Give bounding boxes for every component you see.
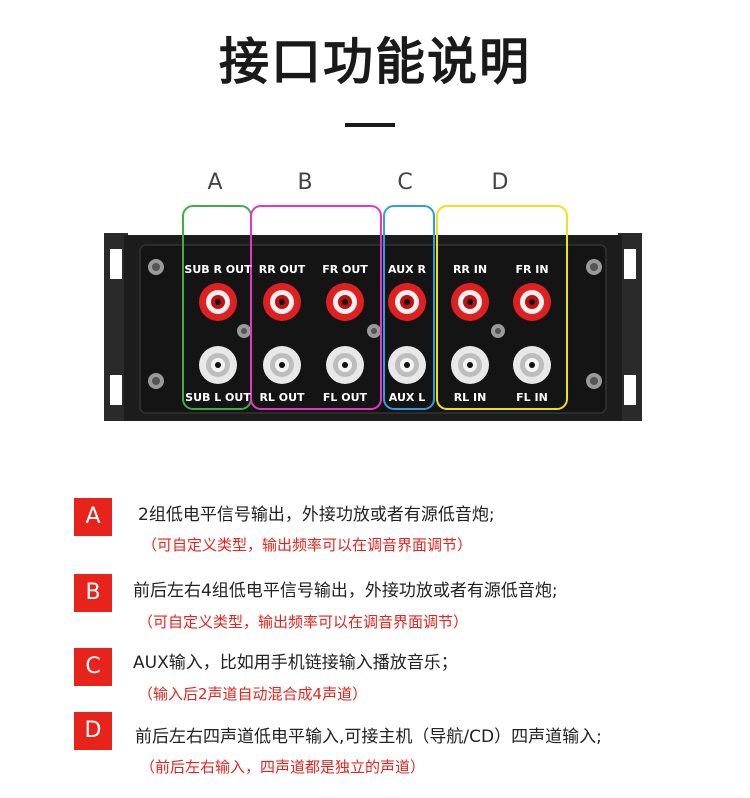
screw-icon (148, 259, 164, 275)
screw-icon (148, 373, 164, 389)
jack-label-aux-r: AUX R (388, 263, 426, 276)
page-title: 接口功能说明 (219, 33, 531, 91)
left-bracket-slot (110, 375, 122, 405)
description-b-sub: （可自定义类型，输出频率可以在调音界面调节） (138, 613, 469, 631)
right-bracket-slot (624, 249, 636, 279)
group-letter-a: A (207, 170, 223, 195)
jack-label-rl-in: RL IN (454, 391, 487, 404)
screw-icon (586, 259, 602, 275)
rca-jack-white (263, 346, 301, 384)
description-c-sub: （输入后2声道自动混合成4声道） (138, 685, 368, 703)
jack-label-rr-in: RR IN (453, 263, 487, 276)
group-outline-c (383, 205, 435, 410)
group-letter-c: C (397, 170, 413, 195)
rca-jack-white (388, 346, 426, 384)
rca-jack-red (263, 283, 301, 321)
jack-label-fr-in: FR IN (515, 263, 548, 276)
description-a-sub: （可自定义类型，输出频率可以在调音界面调节） (142, 536, 473, 554)
rca-jack-white (513, 346, 551, 384)
group-letter-b: B (297, 170, 313, 195)
right-bracket-slot (624, 375, 636, 405)
jack-label-aux-l: AUX L (389, 391, 425, 404)
jack-label-rl-out: RL OUT (259, 391, 305, 404)
badge-c: C (74, 648, 112, 686)
rca-jack-red (451, 283, 489, 321)
badge-a: A (74, 498, 112, 536)
rca-jack-red (513, 283, 551, 321)
title-underline (345, 123, 395, 127)
rca-jack-red (326, 283, 364, 321)
jack-label-fl-in: FL IN (516, 391, 548, 404)
rca-jack-red (199, 283, 237, 321)
jack-label-sub-r-out: SUB R OUT (184, 263, 252, 276)
description-d-sub: （前后左右输入，四声道都是独立的声道） (140, 758, 426, 776)
description-a-main: 2组低电平信号输出，外接功放或者有源低音炮; (138, 505, 495, 525)
rca-jack-white (451, 346, 489, 384)
rca-jack-white (199, 346, 237, 384)
screw-icon (237, 324, 251, 338)
badge-b: B (74, 574, 112, 612)
screw-icon (491, 324, 505, 338)
rca-jack-red (388, 283, 426, 321)
description-b-main: 前后左右4组低电平信号输出，外接功放或者有源低音炮; (133, 581, 558, 601)
group-outline-b (250, 205, 382, 410)
screw-icon (586, 373, 602, 389)
description-d-main: 前后左右四声道低电平输入,可接主机（导航/CD）四声道输入; (135, 727, 602, 747)
rca-jack-white (326, 346, 364, 384)
badge-d: D (74, 712, 112, 750)
jack-label-fl-out: FL OUT (323, 391, 368, 404)
description-c-main: AUX输入，比如用手机链接输入播放音乐； (133, 653, 458, 673)
group-outline-d (436, 205, 568, 410)
screw-icon (367, 324, 381, 338)
left-bracket-slot (110, 249, 122, 279)
jack-label-sub-l-out: SUB L OUT (185, 391, 251, 404)
jack-label-fr-out: FR OUT (322, 263, 368, 276)
group-letter-d: D (491, 170, 509, 195)
jack-label-rr-out: RR OUT (259, 263, 306, 276)
amplifier-device-image: SUB R OUT RR OUT FR OUT AUX R RR IN FR I… (104, 205, 642, 421)
